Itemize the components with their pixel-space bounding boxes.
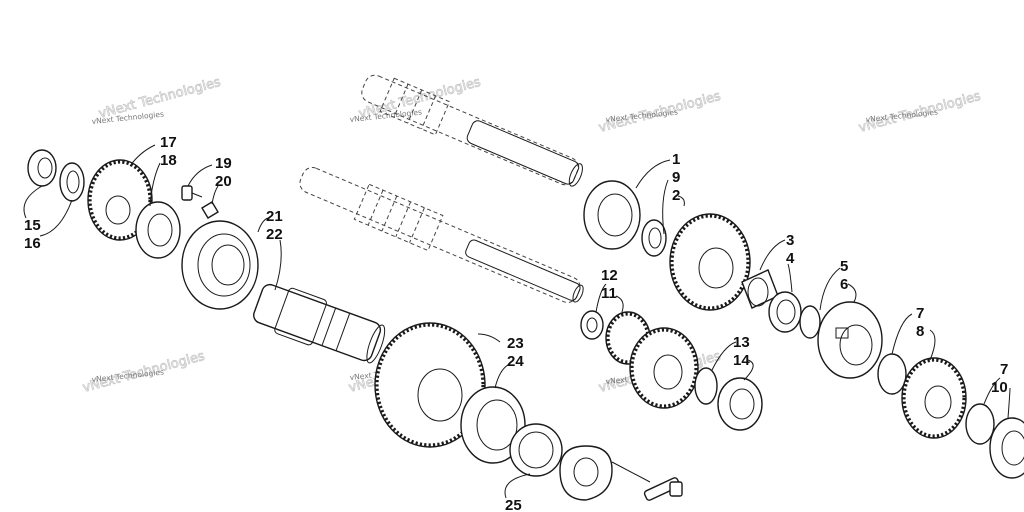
retaining-ring — [799, 305, 821, 339]
bushing-washer — [694, 367, 718, 405]
callout-24: 24 — [507, 353, 524, 370]
spacer-washer — [135, 201, 181, 259]
lock-tab — [201, 201, 219, 219]
upper-shaft — [361, 74, 583, 187]
callout-7: 7 — [916, 305, 924, 322]
output-bearing — [460, 386, 526, 464]
countershaft-gear — [669, 213, 751, 311]
shim-washer — [641, 219, 667, 257]
callout-25: 25 — [505, 497, 522, 512]
callout-6: 6 — [840, 276, 848, 293]
callout-19: 19 — [215, 155, 232, 172]
lock-nut — [27, 149, 57, 187]
callout-4: 4 — [786, 250, 795, 267]
callout-15: 15 — [24, 217, 41, 234]
gasket — [509, 423, 563, 477]
callout-13: 13 — [733, 334, 750, 351]
shift-dog-clutch — [817, 301, 883, 379]
callout-7-second: 7 — [1000, 361, 1008, 378]
cover-bolt — [611, 461, 683, 501]
output-shaft — [253, 283, 386, 364]
callout-5: 5 — [840, 258, 848, 275]
reverse-gear — [901, 357, 967, 439]
splined-washer — [768, 291, 802, 333]
small-spacer — [580, 310, 604, 340]
callout-21: 21 — [266, 208, 283, 225]
callout-14: 14 — [733, 352, 750, 369]
leader-lines — [23, 144, 1011, 499]
large-driven-gear — [374, 322, 486, 448]
counter-shaft — [299, 167, 584, 303]
callout-labels: 15 16 17 18 19 20 21 22 23 24 25 1 9 2 3… — [24, 134, 1008, 512]
callout-3: 3 — [786, 232, 794, 249]
shaft-bearing — [583, 180, 641, 250]
callout-1: 1 — [672, 151, 680, 168]
callout-23: 23 — [507, 335, 524, 352]
callout-8: 8 — [916, 323, 924, 340]
callout-18: 18 — [160, 152, 177, 169]
cluster-gear — [605, 311, 699, 409]
small-screw — [181, 185, 203, 201]
callout-16: 16 — [24, 235, 41, 252]
callout-11: 11 — [601, 285, 617, 302]
small-bearing — [717, 377, 763, 431]
end-washer — [965, 403, 995, 445]
callout-17: 17 — [160, 134, 177, 151]
callout-2: 2 — [672, 187, 680, 204]
callout-9: 9 — [672, 169, 680, 186]
callout-10: 10 — [991, 379, 1008, 396]
callout-12: 12 — [601, 267, 618, 284]
callout-20: 20 — [215, 173, 232, 190]
bearing-cover-plate — [559, 445, 613, 501]
end-bearing — [989, 417, 1024, 479]
callout-22: 22 — [266, 226, 283, 243]
gear-washer — [877, 353, 907, 395]
thrust-washer — [59, 162, 85, 202]
drive-sprocket-gear — [87, 159, 153, 241]
main-bearing — [181, 220, 259, 310]
